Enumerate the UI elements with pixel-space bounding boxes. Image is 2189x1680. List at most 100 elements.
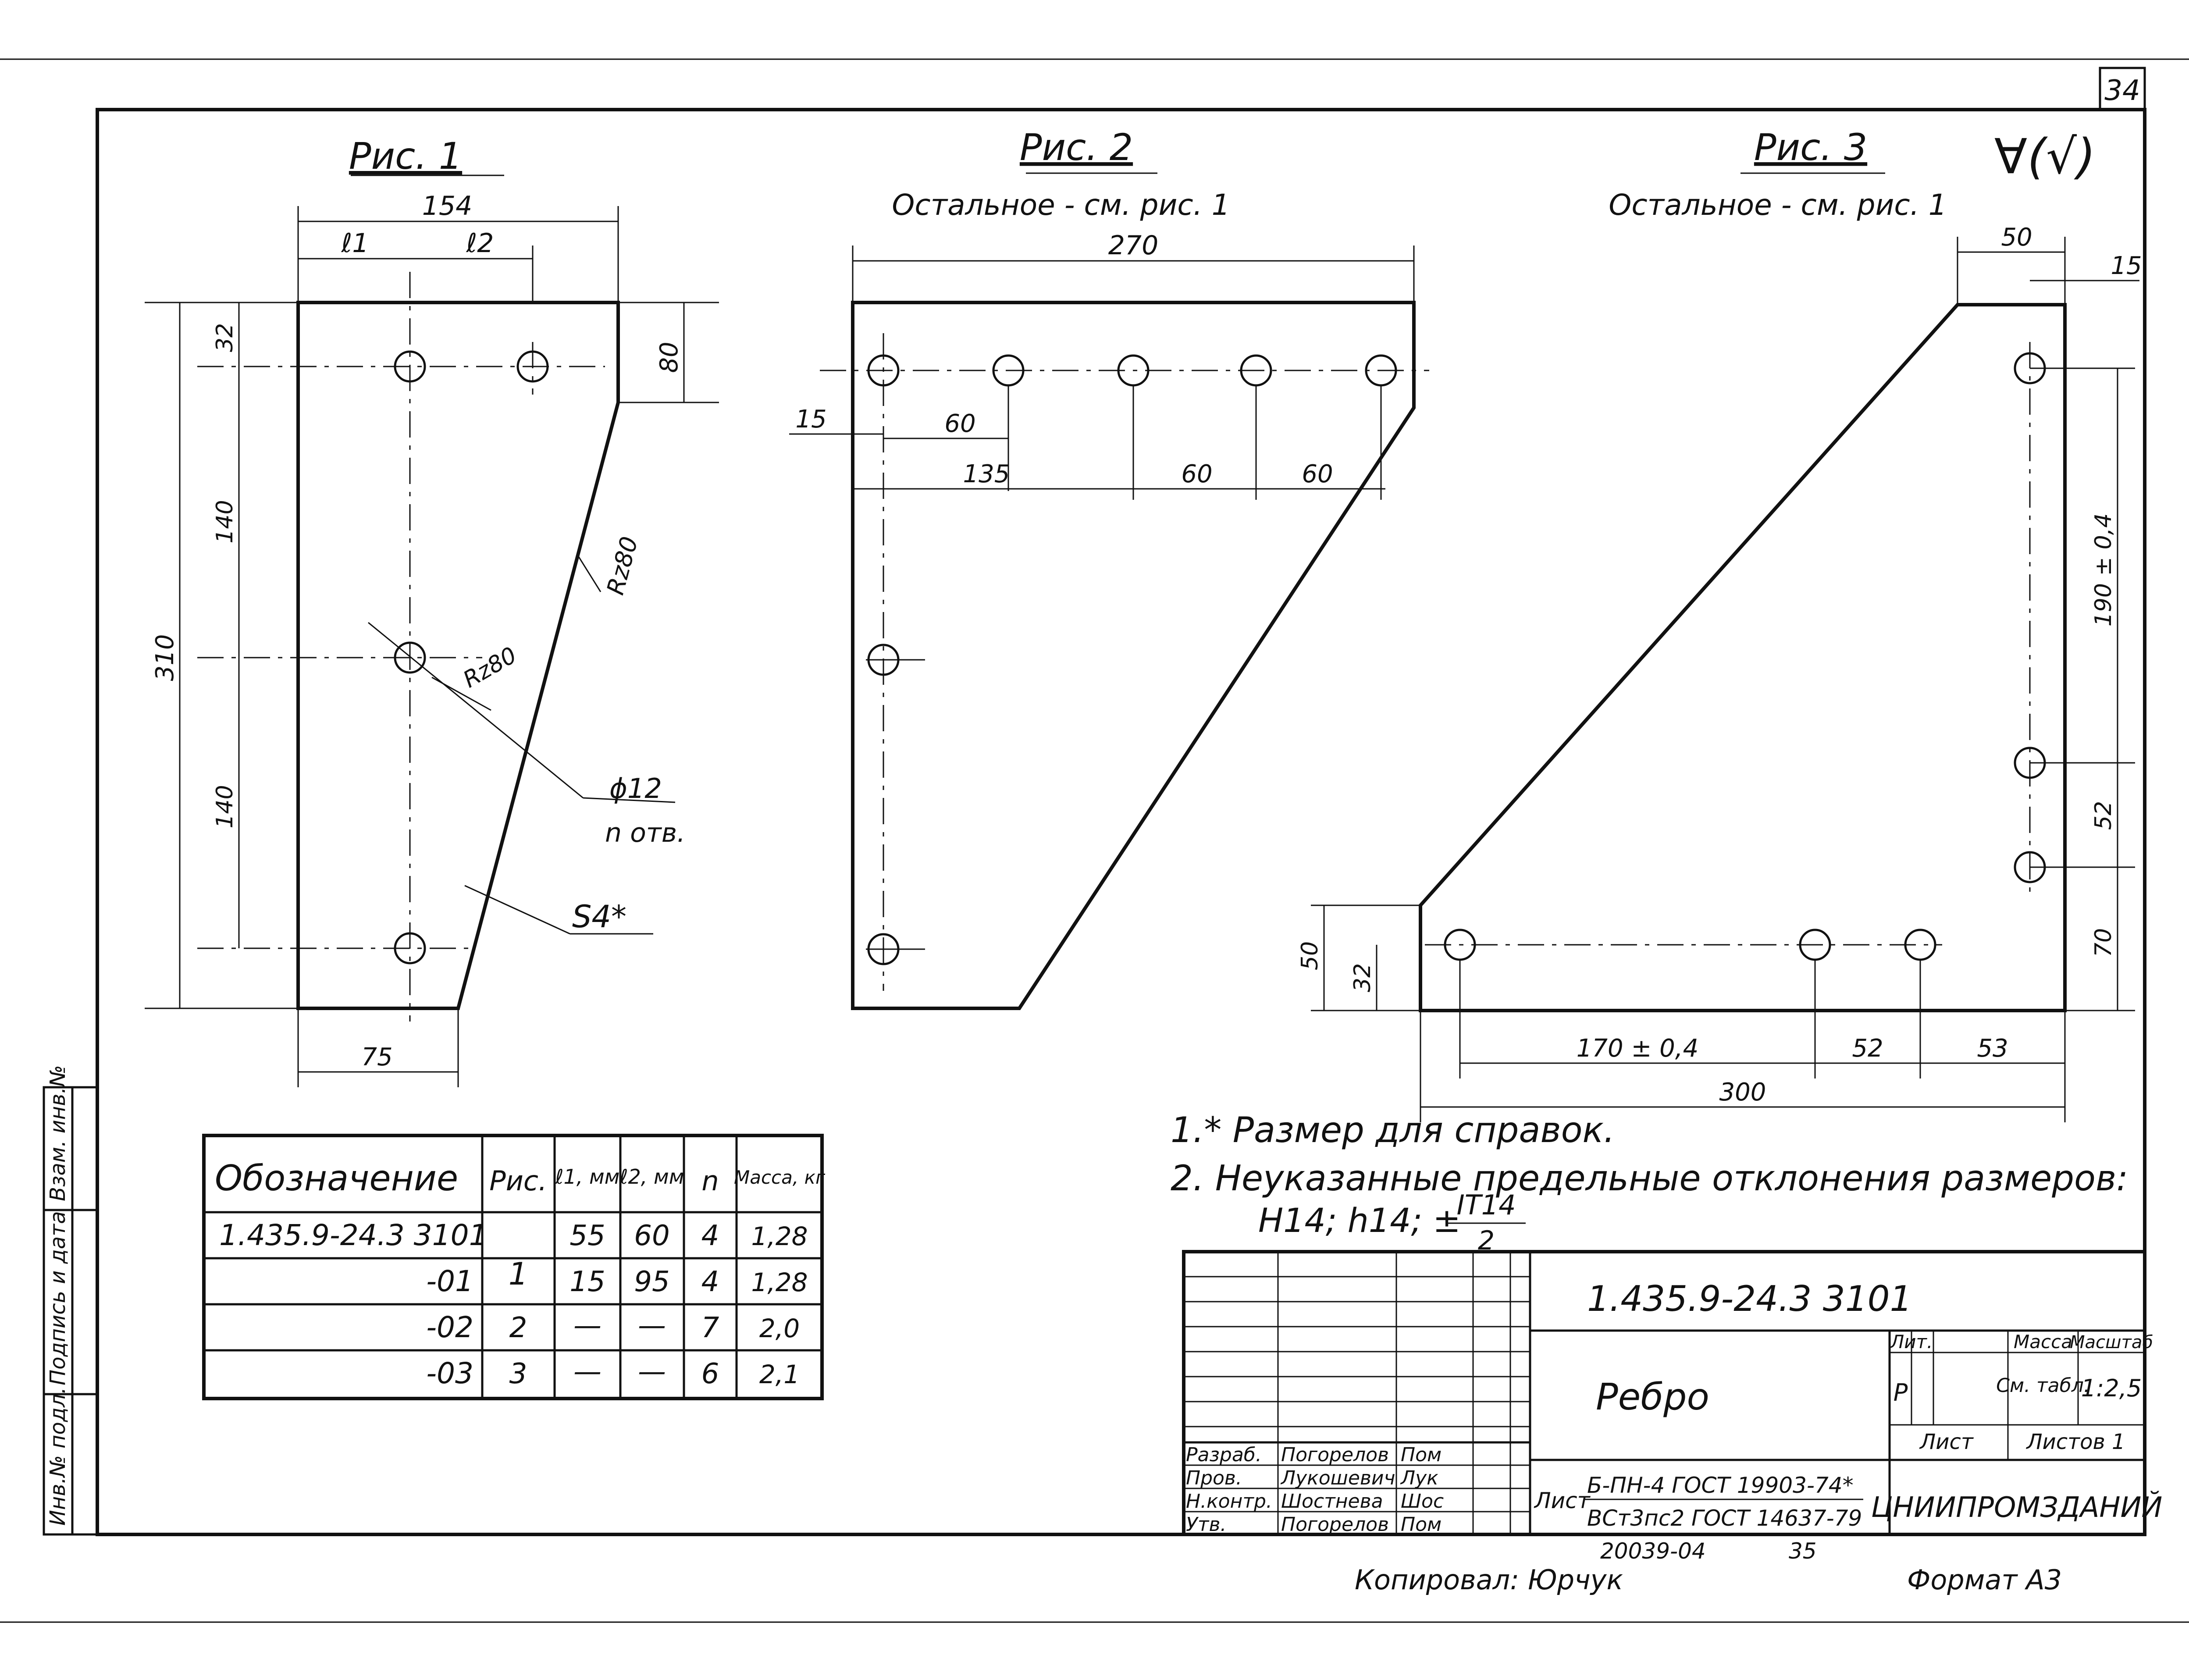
part-name: Ребро (1596, 1375, 1709, 1418)
fig3-dim-left-height: 50 (1297, 941, 1323, 970)
fig1-thickness: S4* (572, 899, 626, 935)
table-row-2-mass: 2,0 (759, 1313, 800, 1343)
material-line-1: Б-ПН-4 ГОСТ 19903-74* (1587, 1473, 1854, 1498)
table-row-2-l2: — (638, 1310, 666, 1342)
fig1-dim-width: 154 (422, 191, 473, 221)
lit-label: Лит. (1890, 1331, 1933, 1353)
sheet-number-box (2099, 67, 2146, 111)
fig3-hole-6 (1904, 929, 1936, 961)
note-1: 1.* Размер для справок. (1171, 1110, 1615, 1150)
drawing-frame (96, 108, 2146, 1536)
fig2-dim-first: 135 (963, 460, 1010, 488)
fig2-hole-2 (992, 354, 1025, 387)
sheet-label: Лист (1919, 1430, 1974, 1454)
table-row-0-designation: 1.435.9-24.3 3101 (219, 1218, 488, 1252)
fig3-dim-vertical-mid: 52 (2090, 801, 2117, 830)
drawing-code: 1.435.9-24.3 3101 (1587, 1278, 1912, 1319)
note-fraction-num: IT14 (1456, 1189, 1516, 1221)
fig1-dim-top: 32 (212, 323, 238, 352)
table-header-n: n (701, 1165, 719, 1197)
fig1-part-outline (296, 301, 620, 1010)
sheets-label: Листов 1 (2025, 1430, 2125, 1454)
table-row-0-l2: 60 (634, 1220, 669, 1252)
table-row-2-n: 7 (701, 1312, 719, 1344)
table-row-1-designation: -01 (426, 1264, 473, 1298)
fig1-dim-bottom: 75 (361, 1043, 392, 1071)
fig1-title: Рис. 1 (349, 135, 462, 178)
fig3-title: Рис. 3 (1754, 126, 1867, 169)
fig1-hole-diameter: ϕ12 (609, 772, 662, 804)
material-line-2: ВСт3пс2 ГОСТ 14637-79 (1587, 1506, 1862, 1531)
table-header-fig: Рис. (489, 1165, 547, 1197)
fig2-subtitle: Остальное - см. рис. 1 (892, 188, 1230, 222)
fig3-part-outline (1419, 303, 2067, 1012)
fig1-dim-l2: ℓ2 (466, 228, 494, 259)
signature-3: Пом (1401, 1513, 1442, 1536)
side-stamp: Инв.№ подл. Подпись и дата Взам. инв.№ (43, 1065, 99, 1536)
sheet-number: 34 (2104, 75, 2140, 107)
fig1-hole-2 (516, 350, 549, 383)
name-1: Лукошевич (1280, 1467, 1395, 1489)
note-2: 2. Неуказанные предельные отклонения раз… (1171, 1158, 2128, 1199)
material-prefix: Лист (1534, 1488, 1591, 1513)
table-header-l1: ℓ1, мм (555, 1165, 620, 1189)
role-2: Н.контр. (1186, 1490, 1272, 1513)
fig3-subtitle: Остальное - см. рис. 1 (1609, 188, 1947, 222)
fig2-dim-pitch2: 60 (1181, 460, 1212, 488)
scale-value: 1:2,5 (2081, 1374, 2142, 1402)
table-row-3-designation: -03 (426, 1356, 473, 1390)
fig3-dim-vertical-bottom: 70 (2090, 928, 2117, 957)
fig3-dim-top-edge: 15 (2111, 252, 2142, 280)
table-row-0-fig: 1 (509, 1256, 528, 1292)
fig2-hole-5 (1365, 354, 1397, 387)
fig1-roughness-edge: Rz80 (602, 534, 644, 598)
role-1: Пров. (1186, 1467, 1242, 1489)
fig2-hole-4 (1240, 354, 1272, 387)
fig1-dim-lower: 140 (212, 785, 238, 828)
fig3-hole-5 (1799, 929, 1831, 961)
signature-2: Шос (1401, 1490, 1444, 1513)
name-3: Погорелов (1281, 1513, 1389, 1536)
fig2-dim-width: 270 (1108, 230, 1159, 261)
fig3-dim-horiz-mid: 52 (1852, 1034, 1883, 1063)
table-row-1-l2: 95 (634, 1266, 669, 1298)
table-row-3-fig: 3 (509, 1358, 527, 1390)
table-row-1-l1: 15 (569, 1266, 605, 1298)
table-row-2-l1: — (573, 1310, 602, 1342)
table-row-1-mass: 1,28 (751, 1267, 808, 1297)
table-row-3-l2: — (638, 1356, 666, 1388)
figure-3: Рис. 3 Остальное - см. рис. 1 50 15 190 … (1297, 126, 2142, 1122)
title-block: Разраб. Пров. Н.контр. Утв. Погорелов Лу… (1182, 1250, 2163, 1536)
name-0: Погорелов (1281, 1444, 1389, 1466)
fig2-hole-3 (1117, 354, 1150, 387)
fig1-dim-upper: 140 (212, 500, 238, 543)
fig1-hole-3 (394, 641, 426, 674)
archive-stamp-page: 35 (1789, 1538, 1817, 1564)
fig3-dim-width: 300 (1719, 1078, 1766, 1107)
fig2-title: Рис. 2 (1020, 126, 1133, 169)
table-row-3-mass: 2,1 (759, 1360, 800, 1389)
fig1-hole-4 (394, 932, 426, 965)
archive-stamp: 20039-04 (1600, 1538, 1706, 1564)
fig2-part-outline (851, 301, 1416, 1010)
signature-1: Лук (1400, 1467, 1438, 1489)
fig2-dim-edge: 15 (795, 405, 826, 434)
fig2-dim-pitch3: 60 (1302, 460, 1333, 488)
organization: ЦНИИПРОМЗДАНИЙ (1871, 1491, 2163, 1524)
table-header-mass: Масса, кг (734, 1167, 826, 1188)
signature-0: Пом (1401, 1444, 1442, 1466)
mass-label: Масса (2014, 1331, 2072, 1353)
note-3: Н14; h14; ± (1258, 1201, 1461, 1240)
figure-1: Рис. 1 154 ℓ1 ℓ2 80 310 32 (145, 135, 719, 1087)
table-row-1-n: 4 (701, 1266, 719, 1298)
fig1-roughness-hole: Rz80 (459, 642, 521, 693)
fig3-dim-left-edge: 32 (1349, 963, 1376, 992)
side-stamp-inv: Инв.№ подл. (46, 1387, 70, 1526)
table-row-3-n: 6 (701, 1358, 719, 1390)
fig3-dim-top: 50 (2001, 223, 2032, 252)
mass-value: См. табл. (1996, 1374, 2090, 1397)
roughness-symbol: ∀(√) (1994, 128, 2096, 185)
fig1-hole-count: n отв. (605, 818, 685, 848)
fig2-dim-pitch1: 60 (944, 409, 975, 438)
